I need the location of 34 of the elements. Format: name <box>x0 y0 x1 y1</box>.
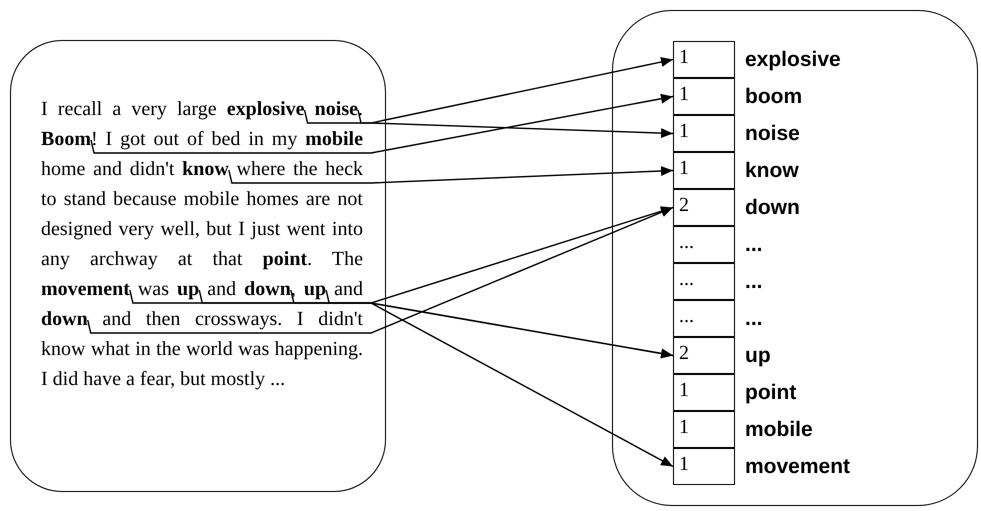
count-cell: 1 <box>673 41 735 78</box>
word-label: movement <box>745 454 850 480</box>
arrow <box>290 206 674 304</box>
count-cell: 1 <box>673 115 735 152</box>
arrow <box>304 57 674 124</box>
count-cell: ... <box>673 300 735 337</box>
count-cell: 2 <box>673 337 735 374</box>
word-label: noise <box>745 121 800 147</box>
word-label: ... <box>745 306 763 332</box>
word-label: point <box>745 380 796 406</box>
word-label: explosive <box>745 47 841 73</box>
count-cell: 1 <box>673 78 735 115</box>
word-label: ... <box>745 232 763 258</box>
arrow <box>325 290 674 358</box>
count-cell: 1 <box>673 152 735 189</box>
count-cell: 1 <box>673 374 735 411</box>
word-label: know <box>745 158 799 184</box>
arrow <box>87 206 674 334</box>
count-cell: 2 <box>673 189 735 226</box>
arrow <box>357 110 674 138</box>
word-label: mobile <box>745 417 813 443</box>
word-label: ... <box>745 269 763 295</box>
arrow <box>129 290 674 468</box>
table-panel <box>612 10 978 506</box>
word-label: down <box>745 195 800 221</box>
count-cell: ... <box>673 263 735 300</box>
arrow <box>90 94 674 154</box>
count-cell: 1 <box>673 448 735 485</box>
count-cell: ... <box>673 226 735 263</box>
count-cell: 1 <box>673 411 735 448</box>
word-label: up <box>745 343 771 369</box>
word-label: boom <box>745 84 802 110</box>
arrow <box>228 166 674 184</box>
text-panel <box>10 40 386 492</box>
